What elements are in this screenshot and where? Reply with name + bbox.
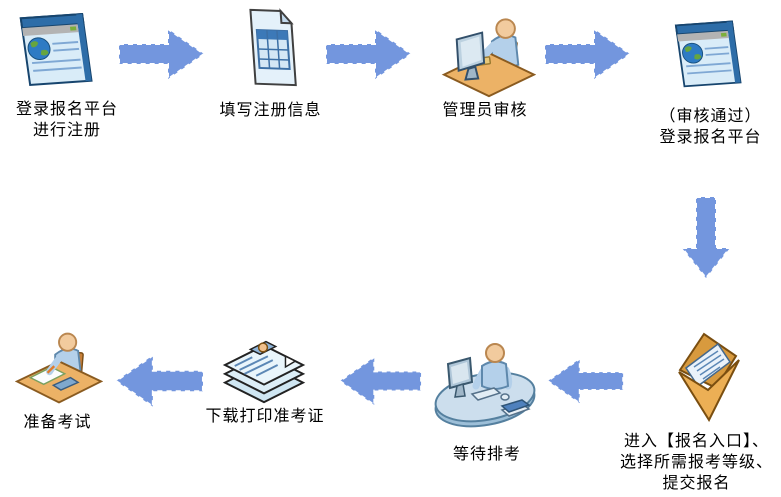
step-label-fill-info: 填写注册信息 <box>219 102 322 119</box>
step-label-admin-review: 管理员审核 <box>442 102 528 119</box>
admission-ticket-stack-icon <box>217 326 311 408</box>
open-envelope-icon <box>676 330 742 422</box>
flow-arrow-down <box>681 196 731 280</box>
flow-arrow-left-1 <box>546 357 624 405</box>
flow-arrow-right-1 <box>118 27 206 81</box>
workstation-icon <box>430 336 540 432</box>
web-browser-icon <box>671 6 747 100</box>
step-label-wait-scheduling: 等待排考 <box>452 446 521 463</box>
registration-form-icon <box>237 1 307 91</box>
step-label-prepare-exam: 准备考试 <box>23 414 92 431</box>
step-label-download-ticket: 下载打印准考证 <box>205 408 325 425</box>
flow-arrow-right-2 <box>325 27 413 81</box>
flow-arrow-left-3 <box>114 353 204 409</box>
web-browser-icon <box>13 1 101 96</box>
flow-arrow-right-3 <box>544 27 632 81</box>
flow-arrow-left-2 <box>338 355 422 407</box>
step-label-submit-registration: 进入【报名入口】、 选择所需报考等级、 提交报名 <box>619 433 773 492</box>
step-label-login-register: 登录报名平台 进行注册 <box>15 101 118 139</box>
step-label-login-approved: （审核通过） 登录报名平台 <box>659 108 762 146</box>
admin-reviewer-icon <box>440 14 536 102</box>
exam-prep-icon <box>15 329 103 409</box>
